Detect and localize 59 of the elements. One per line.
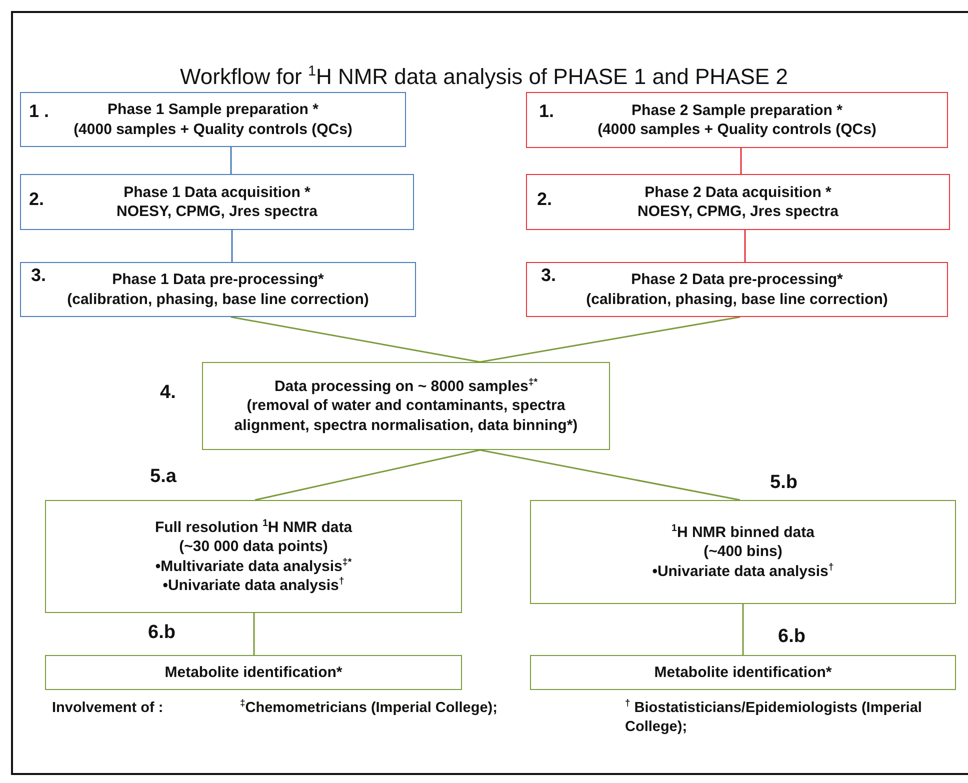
step-number: 2.	[29, 189, 44, 210]
box-text: (4000 samples + Quality controls (QCs)	[598, 120, 876, 140]
step-number: 5.a	[150, 466, 176, 488]
connector-line	[740, 148, 742, 174]
box-heading: Phase 2 Sample preparation *	[632, 100, 842, 120]
connector-line	[742, 604, 744, 655]
box-heading: Phase 1 Sample preparation *	[108, 100, 318, 120]
box-text: •Univariate data analysis$^{†}$	[652, 562, 834, 582]
box-heading: Phase 1 Data pre-processing*	[112, 270, 324, 290]
connector-line	[480, 449, 740, 501]
footnote-text: $^{†}$ Biostatisticians/Epidemiologists (Imperial College);	[625, 699, 923, 737]
connector-line	[230, 147, 232, 174]
step-number: 4.	[160, 382, 176, 404]
process-box	[45, 655, 462, 690]
box-text: NOESY, CPMG, Jres spectra	[638, 202, 838, 222]
box-text: NOESY, CPMG, Jres spectra	[116, 202, 318, 222]
box-heading: Full resolution $^{1}$H NMR data	[154, 518, 352, 537]
box-text: (calibration, phasing, base line correction)	[67, 290, 369, 309]
connector-line	[254, 449, 480, 501]
diagram-title: Workflow for $^{1}$H NMR data analysis of PHASE 1 and PHASE 2	[179, 64, 789, 90]
connector-line	[231, 230, 233, 262]
box-heading: Data processing on ~ 8000 samples$^{‡*}$	[274, 376, 538, 396]
connector-line	[230, 316, 480, 363]
connector-line	[744, 230, 746, 262]
process-box	[20, 174, 414, 230]
box-heading: Phase 1 Data acquisition *	[124, 182, 310, 202]
connector-line	[480, 316, 740, 363]
box-heading: $^{1}$H NMR binned data	[672, 522, 814, 542]
box-heading: Metabolite identification*	[164, 662, 342, 682]
box-heading: Phase 2 Data acquisition *	[644, 182, 832, 202]
box-text: (removal of water and contaminants, spectra alignment, spectra normalisation, data binning*)	[233, 396, 579, 436]
step-number: 6.b	[778, 626, 806, 648]
box-text: •Univariate data analysis$^{†}$	[162, 576, 344, 596]
process-box	[530, 655, 956, 690]
step-number: 1 .	[29, 101, 50, 122]
process-box	[530, 500, 956, 604]
process-box	[20, 262, 416, 317]
box-heading: Metabolite identification*	[654, 662, 832, 682]
box-text: (4000 samples + Quality controls (QCs)	[74, 120, 352, 139]
box-text: (~400 bins)	[704, 542, 782, 562]
connector-line	[253, 613, 255, 655]
process-box	[20, 92, 406, 147]
process-box	[526, 174, 950, 230]
box-text: (~30 000 data points)	[179, 537, 328, 556]
step-number: 5.b	[770, 472, 798, 494]
process-box	[526, 92, 948, 148]
step-number: 3.	[541, 265, 556, 286]
box-text: •Multivariate data analysis$^{‡*}$	[155, 556, 352, 576]
process-box	[45, 500, 462, 613]
box-text: (calibration, phasing, base line correction)	[586, 290, 888, 309]
footnote-text: $^{‡}$Chemometricians (Imperial College);	[240, 699, 498, 718]
step-number: 6.b	[148, 622, 176, 644]
step-number: 2.	[537, 189, 552, 210]
step-number: 3.	[31, 265, 46, 286]
footnote-text: Involvement of :	[52, 699, 164, 718]
process-box	[526, 262, 948, 317]
box-heading: Phase 2 Data pre-processing*	[631, 270, 843, 290]
step-number: 1.	[539, 101, 554, 122]
process-box	[202, 362, 610, 450]
